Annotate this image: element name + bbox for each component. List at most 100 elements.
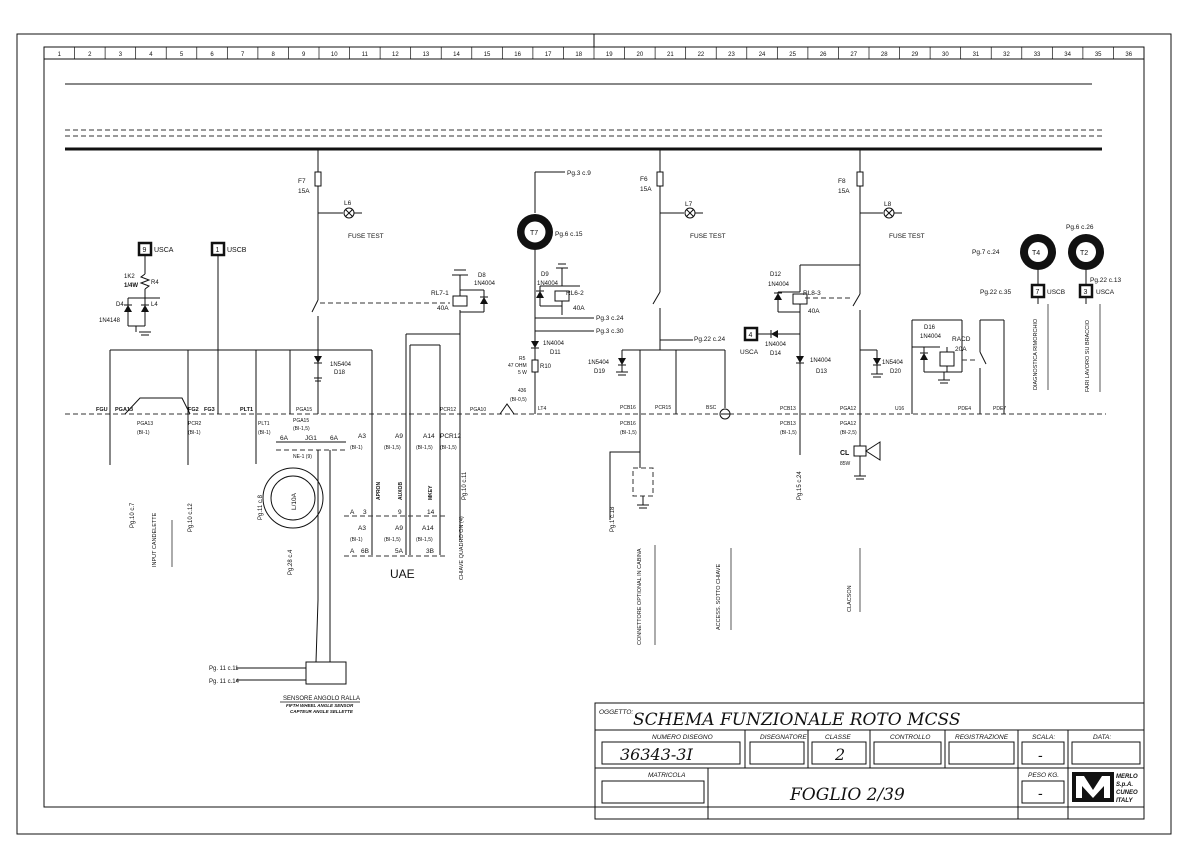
wl-plt1b: PLT1 (258, 421, 270, 427)
column-number: 34 (1064, 52, 1071, 58)
d20-part: 1N5404 (882, 360, 904, 366)
wl-pcb13b: PCB13 (780, 421, 796, 427)
tb-peso: - (1038, 786, 1043, 802)
t4-id: T4 (1032, 250, 1040, 257)
sensor-name-fr: CAPTEUR ANGLE SELLETTE (290, 709, 354, 714)
vl-mkey: MKEY (428, 485, 434, 500)
vl-fari: FARI LAVORO SU BRACCIO (1085, 319, 1091, 392)
fifth-wheel-sensor-box (305, 661, 347, 685)
column-number: 18 (575, 52, 582, 58)
relay-racd: D16 1N4004 RACD 20A U16 PDE4 PDE7 (895, 319, 1006, 414)
tb-numero: 36343-3I (620, 745, 693, 764)
vl-apron: APRON (376, 482, 382, 500)
vl-pg10c12: Pg.10 c.12 (188, 503, 194, 532)
d12-part: 1N4004 (768, 282, 790, 288)
vl-chiave: CHIAVE QUADRO ON (4) (459, 516, 465, 580)
wl-bi1e: (BI-1) (350, 537, 363, 543)
fuse-f8-rating: 15A (838, 188, 850, 195)
column-number: 35 (1095, 52, 1102, 58)
wl-lt4: LT4 (538, 406, 546, 412)
d12-id: D12 (770, 272, 782, 278)
outputs-t4-t2: T4 Pg.7 c.24 7 USCB T2 Pg.6 c.26 Pg.22 c… (972, 224, 1121, 304)
column-number: 26 (820, 52, 827, 58)
merlo-logo-icon (1072, 772, 1114, 802)
tb-company-1: S.p.A. (1116, 782, 1133, 788)
column-number: 13 (423, 52, 430, 58)
lamp-l7-label: FUSE TEST (690, 233, 726, 240)
ref-pg11c14: Pg. 11 c.14 (209, 679, 240, 685)
tb-matricola-label: MATRICOLA (648, 772, 685, 779)
wl-pcb13: PCB13 (780, 406, 796, 412)
tb-scala: - (1038, 748, 1043, 764)
cl-power: 85W (840, 461, 851, 467)
bsc-terminal-icon (719, 408, 731, 420)
tb-disegnatore-label: DISEGNATORE (760, 734, 807, 741)
vl-pg15c24: Pg.15 c.24 (797, 471, 803, 500)
r10-spec2: 47 OHM (508, 363, 527, 369)
d4-part: 1N4148 (99, 318, 121, 324)
wl-fgu: FGU (96, 407, 108, 413)
wl-n9: 9 (398, 509, 402, 516)
d20-id: D20 (890, 369, 902, 375)
wl-n14: 14 (427, 509, 435, 516)
relay-rl7-coil-icon (452, 295, 468, 307)
tb-scala-label: SCALA: (1032, 734, 1055, 741)
fuse-f8-id: F8 (838, 178, 846, 185)
connector-7-label: USCB (1047, 289, 1065, 296)
column-number: 3 (119, 52, 123, 58)
r10-id: R10 (540, 364, 552, 370)
wl-fg3: FG3 (204, 407, 215, 413)
resistor-r4-icon (139, 273, 151, 290)
connector-1-group: 1 USCB (210, 241, 247, 414)
relay-racd-coil-icon (939, 351, 955, 367)
connector-9-num: 9 (143, 247, 147, 254)
sensor-name-it: SENSORE ANGOLO RALLA (283, 696, 360, 702)
resistor-r10-icon (531, 359, 539, 373)
column-number: 5 (180, 52, 184, 58)
fuse-f6-rating: 15A (640, 186, 652, 193)
wl-bi15d: (BI-1,5) (440, 445, 457, 451)
fuse-f7-id: F7 (298, 178, 306, 185)
column-number: 9 (302, 52, 306, 58)
ref-pg7c24: Pg.7 c.24 (972, 249, 1000, 256)
d19-id: D19 (594, 369, 606, 375)
column-number: 10 (331, 52, 338, 58)
d8-id: D8 (478, 273, 486, 279)
ref-pg22c24: Pg.22 c.24 (694, 336, 725, 343)
optional-connector-box (632, 467, 654, 497)
glow-plug-wiring: FGU PGA13 FG2 FG3 PLT1 PGA13 (BI-1) PCR2… (96, 349, 372, 465)
tb-classe: 2 (834, 745, 845, 764)
d19-part: 1N5404 (588, 360, 610, 366)
wl-pcb16: PCB16 (620, 405, 636, 411)
column-number: 6 (210, 52, 214, 58)
racd-id: RACD (952, 336, 971, 343)
inner-frame (43, 46, 1145, 808)
tb-registrazione-label: REGISTRAZIONE (955, 734, 1009, 741)
column-number: 19 (606, 52, 613, 58)
wl-6a-2: 6A (330, 435, 339, 442)
vl-clacson: CLACSON (847, 585, 853, 612)
column-number: 16 (514, 52, 521, 58)
wl-bsc: BSC (706, 405, 717, 411)
tb-controllo-label: CONTROLLO (890, 734, 930, 741)
wl-bi15g: (BI-1,5) (620, 430, 637, 436)
d13-part: 1N4004 (810, 358, 832, 364)
d4-id: D4 (116, 302, 124, 308)
wl-a3b: A3 (358, 525, 366, 532)
wl-fg2: FG2 (188, 407, 199, 413)
column-number: 36 (1125, 52, 1132, 58)
wl-pcr12: PCR12 (440, 407, 456, 413)
d11-part: 1N4004 (543, 341, 565, 347)
column-number: 7 (241, 52, 245, 58)
r4-power: 1/4W (124, 283, 138, 289)
wl-436: 436 (518, 388, 527, 394)
wl-n3: 3 (363, 509, 367, 516)
uae-block: A3 A9 A14 PCR12 (BI-1) (BI-1,5) (BI-1,5)… (344, 310, 461, 581)
d18-part: 1N5404 (330, 362, 352, 368)
column-number: 31 (973, 52, 980, 58)
lamp-l8-label: FUSE TEST (889, 233, 925, 240)
column-number: 17 (545, 52, 552, 58)
vertical-labels: Pg.10 c.7 Pg.10 c.12 INPUT CANDELETTE Pg… (130, 304, 1101, 645)
